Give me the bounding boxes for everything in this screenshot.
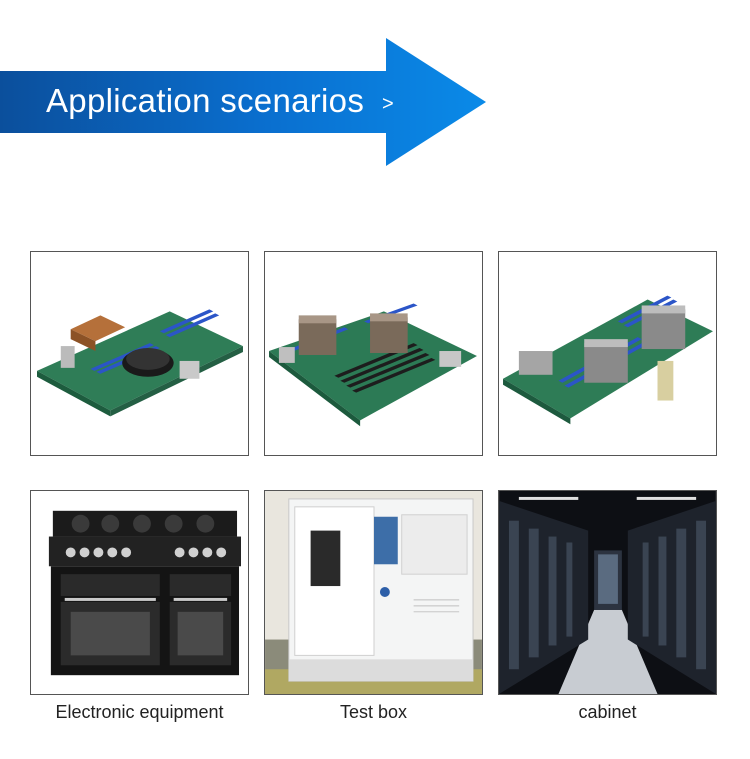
range-cooker-image [30,490,249,695]
motherboard-image-2 [264,251,483,456]
caption-cabinet: cabinet [578,702,637,722]
server-room-image [498,490,717,695]
page-title: Application scenarios [46,82,365,119]
test-chamber-image [264,490,483,695]
motherboard-image-1 [30,251,249,456]
header-banner: Application scenarios > [0,38,490,168]
motherboard-image-3 [498,251,717,456]
chevron-right-icon: > [382,93,394,115]
caption-electronic-equipment: Electronic equipment [55,702,224,722]
banner-arrow-shape [0,38,486,166]
caption-test-box: Test box [339,702,408,722]
